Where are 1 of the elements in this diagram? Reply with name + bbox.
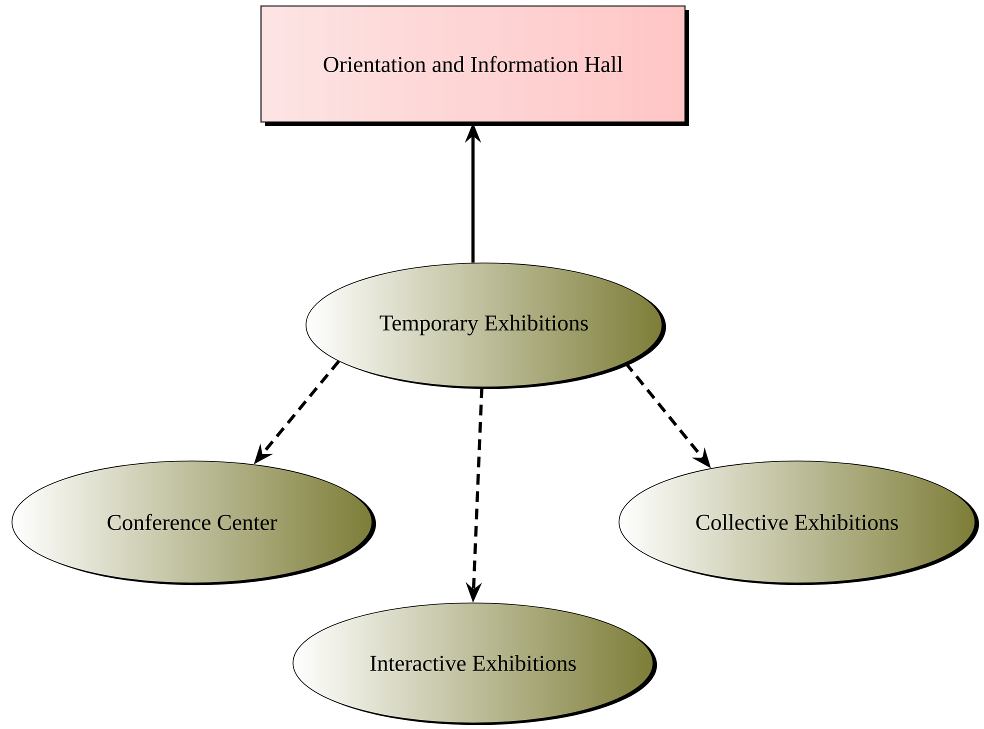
hall-box: Orientation and Information Hall xyxy=(260,5,689,126)
